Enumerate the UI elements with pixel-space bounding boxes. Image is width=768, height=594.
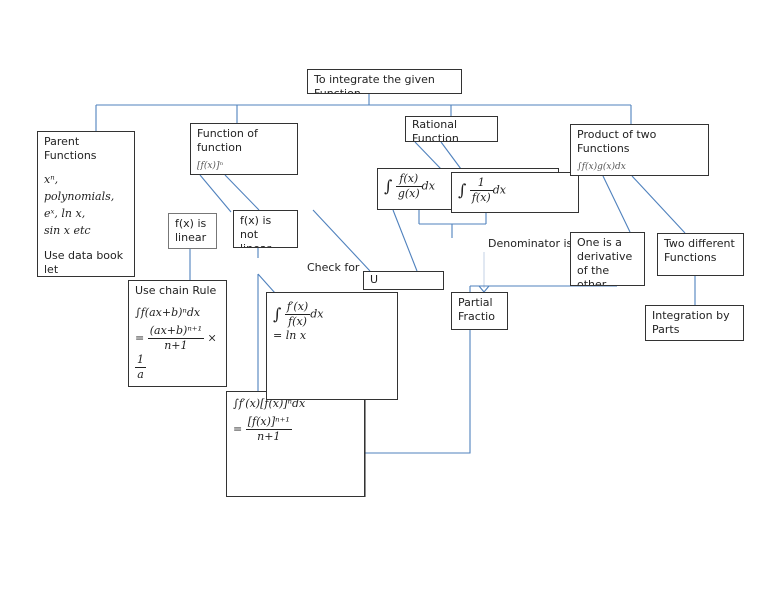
partial-fractions-text: Partial Fractio [458,296,495,323]
product-to-different [631,175,686,234]
fof-to-checkfor [312,209,371,272]
linear-node: f(x) is linear [168,213,217,249]
chain-mult-num: 1 [135,353,146,368]
root-title: To integrate the given Function [314,73,435,94]
by-parts-text: Integration by Parts [652,309,730,336]
not-linear-label: f(x) is not linear [240,214,272,247]
chain-rule-node: Use chain Rule ∫f(ax+b)ⁿdx = (ax+b)ⁿ⁺¹ n… [128,280,227,387]
denominator-label: Denominator is [488,237,573,250]
chain-mult-fraction: 1 a [135,353,146,382]
log-formula: ∫ f′(x) f(x) dx [273,300,324,329]
rational-to-form2 [440,141,462,170]
log-rule-node: ∫ f′(x) f(x) dx = ln x [266,292,398,400]
not-linear-node: f(x) is not linear [233,210,298,248]
notlinear-diag [257,273,276,294]
product-to-derivative [602,175,631,233]
parent-math-1: xⁿ, polynomials, [44,173,115,203]
partial-fractions-node: Partial Fractio [451,292,508,330]
chain-den: n+1 [164,339,188,352]
product-clipped: ∫f(x)g(x)dx [577,162,626,172]
chain-num: (ax+b)ⁿ⁺¹ [147,324,204,339]
check-for-label: Check for [307,261,360,274]
chain-formula-result: = (ax+b)ⁿ⁺¹ n+1 × 1 a [135,324,217,382]
form1-num: f(x) [395,172,422,187]
two-different-node: Two different Functions [657,233,744,276]
form2-formula: ∫ 1 f(x) dx [458,176,506,205]
fof-to-notlinear [224,174,260,211]
derivative-text: One is a derivative of the other [577,236,633,286]
form2-fraction: 1 f(x) [469,176,493,205]
parent-functions-node: Parent Functions xⁿ, polynomials, eˣ, ln… [37,131,135,277]
fof-heading: Function of function [197,127,258,154]
integration-by-parts-node: Integration by Parts [645,305,744,341]
two-different-text: Two different Functions [664,237,735,264]
fof-to-linear [199,174,232,213]
fof-clipped: [f(x)]ⁿ [197,161,224,171]
chain-fraction: (ax+b)ⁿ⁺¹ n+1 [147,324,204,353]
rational-function-node: Rational Function [405,116,498,142]
parent-math-2: eˣ, ln x, [44,207,86,220]
form1-fraction: f(x) g(x) [395,172,422,201]
log-den: f(x) [288,315,307,328]
rational-form2-node: ∫ 1 f(x) dx [451,172,579,213]
form2-den: f(x) [471,191,491,204]
power-den: n+1 [257,430,281,443]
check-for-u-node: U [363,271,444,290]
parent-math-3: sin x etc [44,224,91,237]
power-rule-node: ∫f′(x)[f(x)]ⁿdx = [f(x)]ⁿ⁺¹ n+1 [226,391,365,497]
form2-num: 1 [469,176,493,191]
power-formula-result: = [f(x)]ⁿ⁺¹ n+1 [233,415,292,444]
form1-to-u [392,209,418,272]
form1-den: g(x) [397,187,420,200]
chain-formula-integral: ∫f(ax+b)ⁿdx [135,306,201,319]
check-for-u-text: U [370,273,379,286]
product-node: Product of two Functions ∫f(x)g(x)dx [570,124,709,176]
power-formula-integral: ∫f′(x)[f(x)]ⁿdx [233,397,306,410]
power-fraction: [f(x)]ⁿ⁺¹ n+1 [245,415,292,444]
chain-mult-den: a [137,368,144,381]
rational-heading: Rational Function [412,118,459,142]
parent-heading: Parent Functions [44,135,97,162]
rational-to-form1 [414,141,442,170]
function-of-function-node: Function of function [f(x)]ⁿ [190,123,298,175]
log-result: = ln x [273,329,307,342]
parent-note: Use data book let [44,249,124,276]
chain-rule-title: Use chain Rule [135,284,217,297]
derivative-node: One is a derivative of the other [570,232,645,286]
linear-label: f(x) is linear [175,217,207,244]
product-heading: Product of two Functions [577,128,657,155]
log-fraction: f′(x) f(x) [284,300,311,329]
root-node: To integrate the given Function [307,69,462,94]
log-num: f′(x) [284,300,311,315]
form1-formula: ∫ f(x) g(x) dx [384,172,435,201]
power-num: [f(x)]ⁿ⁺¹ [245,415,292,430]
pf-to-power [364,330,471,454]
